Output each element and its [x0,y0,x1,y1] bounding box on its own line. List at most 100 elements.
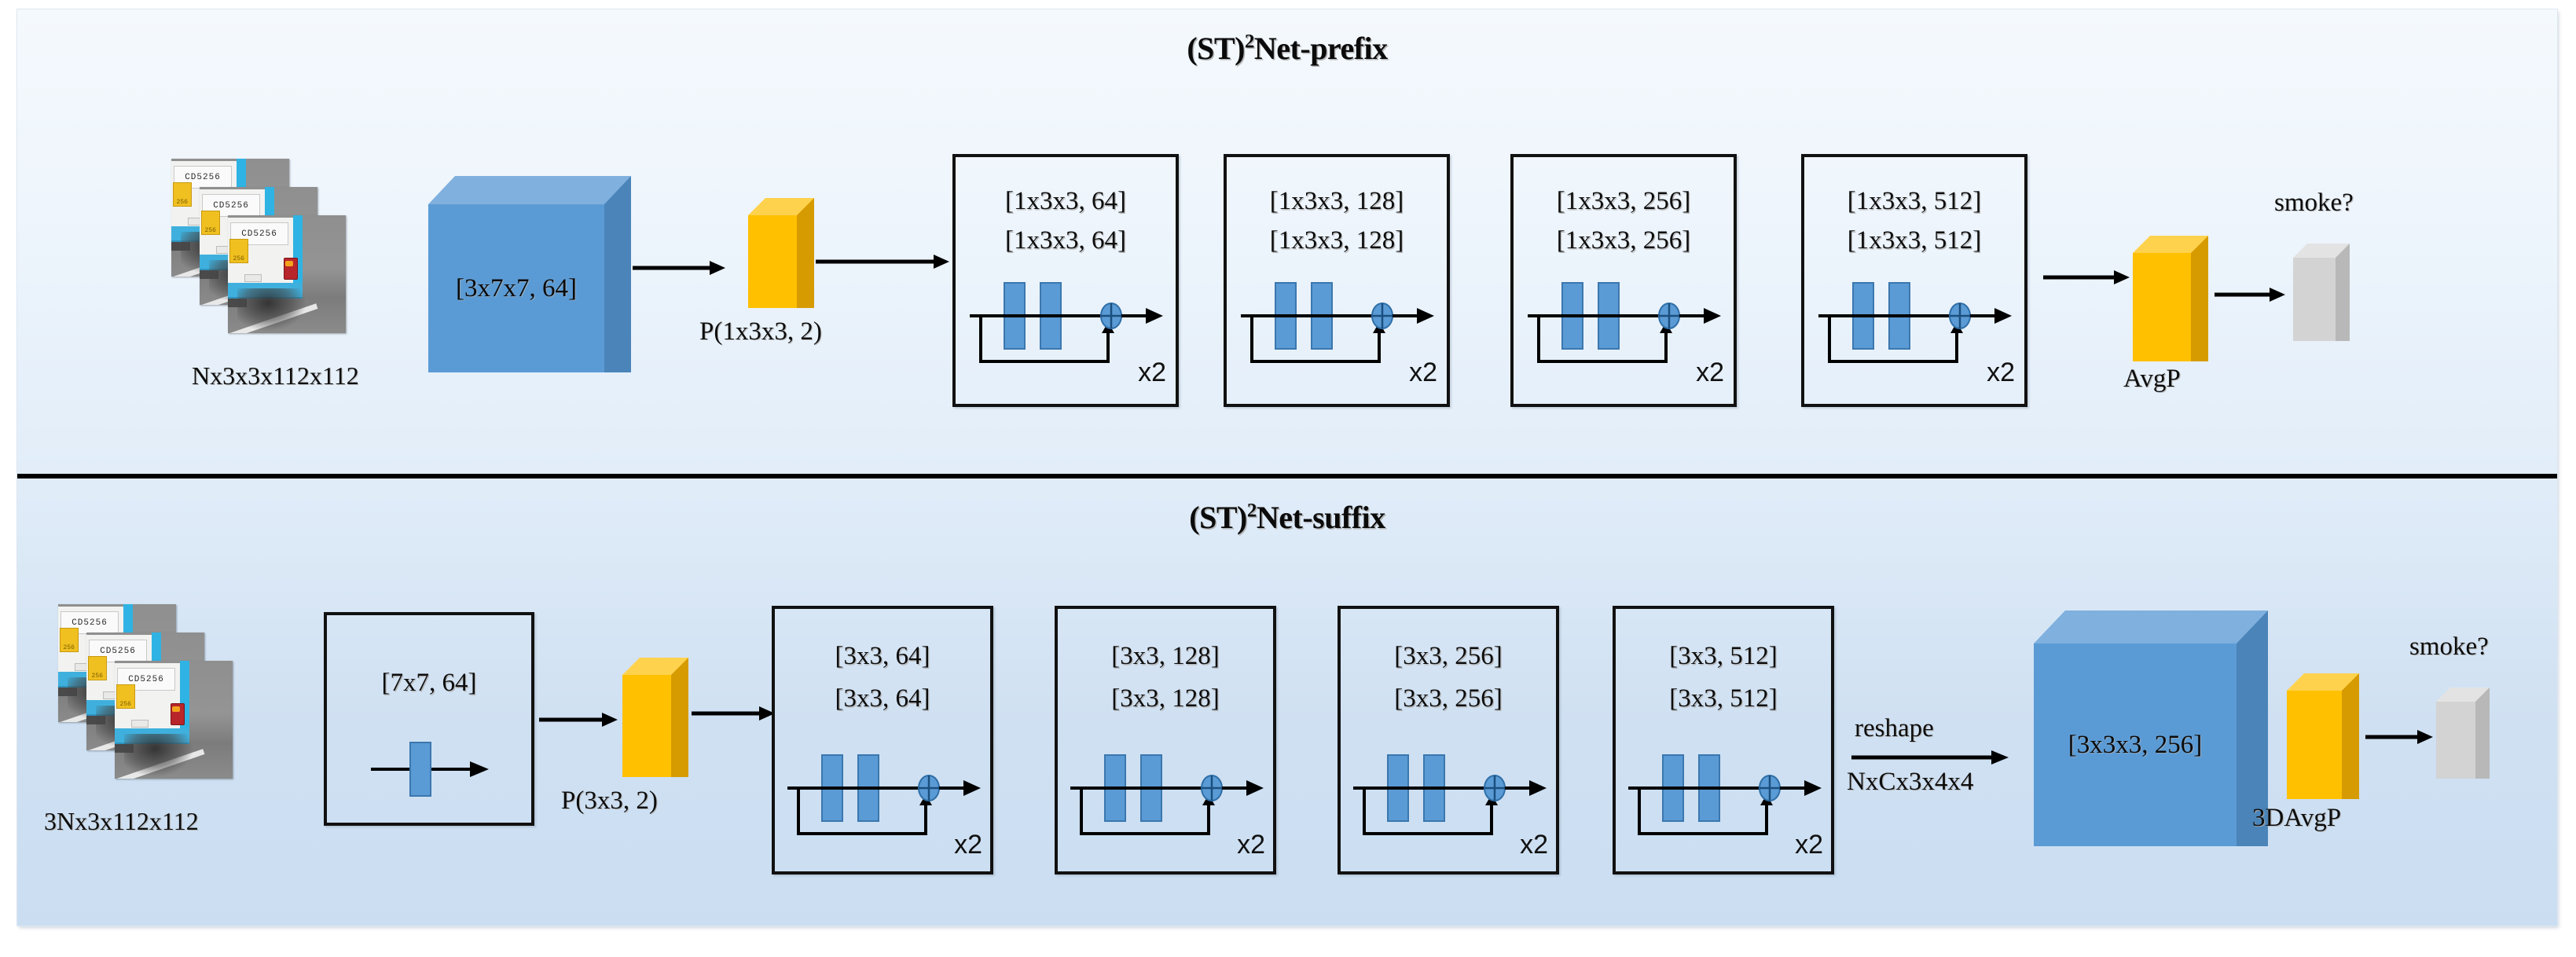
prefix-input-framestack: CD5256 256 CD5256 256 [171,159,368,355]
stage-conv-line-2: [3x3, 256] [1394,684,1503,713]
suffix-output-cuboid [2436,688,2490,779]
cuboid-top-face [2287,673,2359,691]
prefix-avgpool-cuboid [2133,236,2208,361]
cuboid-side-face [797,198,814,308]
suffix-title-tail: Net-suffix [1256,500,1385,535]
stage-conv-line-2: [1x3x3, 512] [1847,226,1982,255]
cuboid-front-face [2293,258,2336,341]
stage-conv-line-1: [3x3, 128] [1111,642,1220,670]
row-suffix: (ST)2Net-suffix CD5256 256 [17,478,2557,926]
prefix-stage-3: [1x3x3, 256] [1x3x3, 256] x2 [1510,154,1737,407]
frame-badge: 256 [87,656,107,680]
suffix-stage-1: [3x3, 64] [3x3, 64] x2 [772,606,993,874]
stage-conv-line-1: [3x3, 512] [1669,642,1778,670]
frame-smoke [124,734,193,776]
stage-conv-line-2: [3x3, 128] [1111,684,1220,713]
suffix-avgpool-cuboid [2287,673,2359,799]
residual-diagram [1353,754,1547,835]
cuboid-front-face [2034,644,2237,846]
suffix-stem-label: [7x7, 64] [381,669,477,697]
suffix-pool-cuboid [622,658,688,777]
stage-conv-line-1: [3x3, 64] [835,642,930,670]
prefix-output-cuboid [2293,244,2350,341]
stem-conv-diagram [371,742,489,797]
cuboid-top-face [622,658,688,675]
residual-diagram [1628,754,1822,835]
cuboid-top-face [2293,244,2350,258]
frame-taillight [170,703,185,725]
prefix-output-label: smoke? [2274,189,2354,217]
reshape-label-below: NxCx3x4x4 [1847,768,1974,796]
arrow-stem-to-pool [539,713,618,727]
suffix-pool-label: P(3x3, 2) [561,786,658,815]
frame-badge: 256 [59,628,79,652]
arrow-reshape [1851,750,2009,764]
stage-repeat-count: x2 [1696,358,1724,387]
frame-badge: 256 [200,211,220,235]
cuboid-side-face [2237,610,2268,846]
frame-badge: 256 [172,182,192,207]
cuboid-front-face [2133,253,2191,361]
stage-repeat-count: x2 [1987,358,2015,387]
stage-conv-line-1: [1x3x3, 512] [1847,187,1982,215]
row-divider [17,474,2557,478]
prefix-title-base: (ST) [1187,31,1245,66]
suffix-stage-3: [3x3, 256] [3x3, 256] x2 [1338,606,1559,874]
stage-repeat-count: x2 [1138,358,1166,387]
residual-diagram [1818,282,2012,363]
suffix-conv3d-cuboid: [3x3x3, 256] [2034,610,2268,846]
input-frame-3: CD5256 256 [228,215,346,333]
suffix-stage-2: [3x3, 128] [3x3, 128] x2 [1055,606,1276,874]
cuboid-top-face [2133,236,2208,253]
cuboid-top-face [2034,610,2268,644]
cuboid-front-face [622,675,671,777]
residual-diagram [1528,282,1721,363]
stage-conv-line-2: [1x3x3, 256] [1556,226,1691,255]
suffix-title-base: (ST) [1189,500,1247,535]
suffix-conv3d-label: [3x3x3, 256] [2068,730,2203,759]
prefix-pool-cuboid [748,198,814,308]
cuboid-front-face [2436,702,2475,779]
arrow-stem-to-pool [633,261,725,275]
stage-conv-line-1: [1x3x3, 128] [1269,187,1404,215]
stage-repeat-count: x2 [1520,830,1548,860]
prefix-pool-label: P(1x3x3, 2) [699,317,822,346]
frame-badge: 256 [116,684,135,709]
suffix-stage-4: [3x3, 512] [3x3, 512] x2 [1613,606,1834,874]
frame-smoke [237,288,306,331]
stage-conv-line-1: [1x3x3, 64] [1005,187,1126,215]
prefix-title: (ST)2Net-prefix [17,30,2557,67]
arrow-stage4-to-avgpool [2043,270,2130,284]
stage-conv-line-2: [3x3, 512] [1669,684,1778,713]
input-frame-3: CD5256 256 [115,661,233,779]
stage-conv-line-2: [1x3x3, 64] [1005,226,1126,255]
frame-taillight [283,258,298,280]
cuboid-top-face [748,198,814,215]
cuboid-side-face [2336,244,2350,341]
residual-diagram [1070,754,1264,835]
suffix-input-caption: 3Nx3x112x112 [44,807,199,835]
prefix-title-tail: Net-prefix [1253,31,1388,66]
residual-diagram [1241,282,1434,363]
cuboid-side-face [671,658,688,777]
suffix-output-label: smoke? [2409,632,2489,661]
prefix-stage-1: [1x3x3, 64] [1x3x3, 64] x2 [952,154,1179,407]
arrow-avgpool-to-output [2215,288,2285,302]
residual-diagram [970,282,1163,363]
cuboid-front-face [2287,691,2342,799]
suffix-avgpool-label: 3DAvgP [2252,804,2342,832]
cuboid-side-face [604,176,631,372]
residual-diagram [787,754,981,835]
prefix-stage-2: [1x3x3, 128] [1x3x3, 128] x2 [1224,154,1450,407]
figure-panel: (ST)2Net-prefix CD5256 256 [17,9,2557,926]
suffix-title: (ST)2Net-suffix [17,499,2557,536]
arrow-pool-to-stage1 [816,255,949,269]
cuboid-top-face [428,176,631,204]
stage-repeat-count: x2 [1409,358,1437,387]
stage-repeat-count: x2 [1237,830,1265,860]
cuboid-side-face [2191,236,2208,361]
row-prefix: (ST)2Net-prefix CD5256 256 [17,9,2557,474]
suffix-title-superscript: 2 [1246,500,1257,522]
stage-repeat-count: x2 [1795,830,1823,860]
